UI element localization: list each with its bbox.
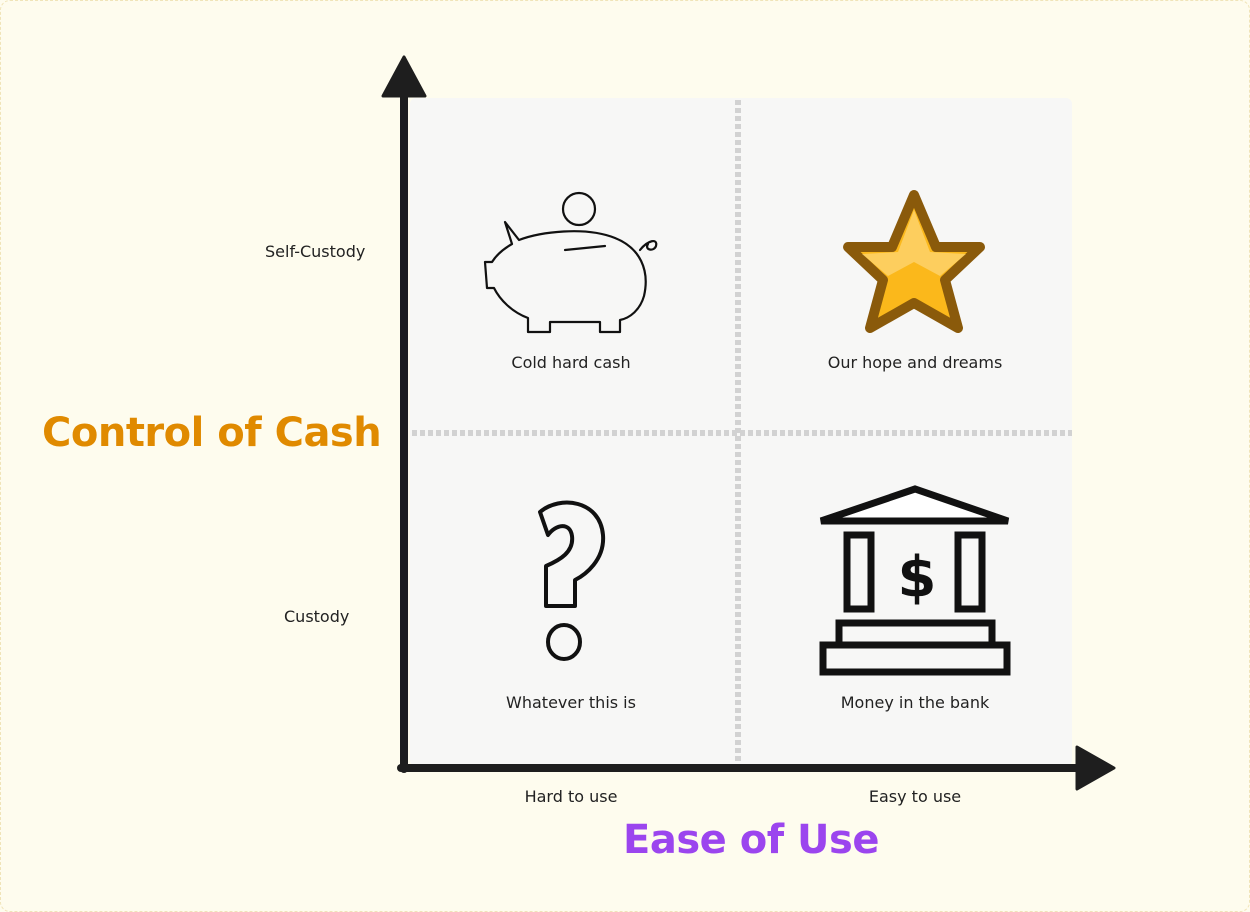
quadrant-label-bottom-right: Money in the bank bbox=[840, 693, 990, 712]
y-tick-custody: Custody bbox=[284, 607, 350, 626]
quadrant-label-top-left: Cold hard cash bbox=[511, 353, 631, 372]
y-tick-self-custody: Self-Custody bbox=[265, 242, 366, 261]
x-axis-title: Ease of Use bbox=[623, 817, 879, 863]
question-mark-icon bbox=[538, 500, 606, 661]
quadrant-label-bottom-left: Whatever this is bbox=[506, 693, 636, 712]
star-icon bbox=[843, 190, 985, 333]
x-tick-easy-to-use: Easy to use bbox=[868, 787, 962, 806]
dollar-sign-icon: $ bbox=[898, 545, 937, 610]
x-tick-hard-to-use: Hard to use bbox=[524, 787, 618, 806]
y-axis-title: Control of Cash bbox=[42, 410, 382, 456]
x-axis-arrowhead bbox=[1075, 745, 1116, 791]
bank-icon bbox=[819, 485, 1011, 676]
y-axis-arrowhead bbox=[381, 55, 427, 98]
quadrant-label-top-right: Our hope and dreams bbox=[827, 353, 1003, 372]
piggy-bank-icon bbox=[483, 191, 658, 334]
